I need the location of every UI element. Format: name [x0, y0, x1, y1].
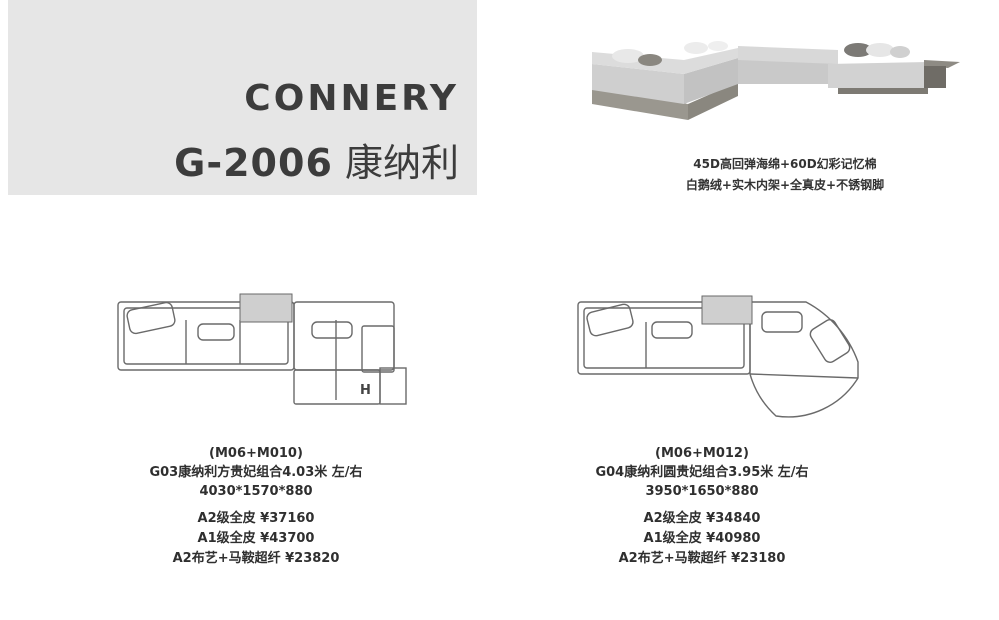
product-modules: (M06+M010) — [209, 446, 303, 461]
sofa-photo — [592, 41, 960, 120]
price-line: A1级全皮 ¥40980 — [643, 531, 761, 546]
product-spec-g04: (M06+M012) G04康纳利圆贵妃组合3.95米 左/右 3950*165… — [542, 444, 862, 569]
brand-name: CONNERY — [244, 78, 459, 119]
material-line: 白鹅绒+实木内架+全真皮+不锈钢脚 — [685, 178, 885, 192]
price-line: A2级全皮 ¥34840 — [643, 511, 761, 526]
product-spec-g03: (M06+M010) G03康纳利方贵妃组合4.03米 左/右 4030*157… — [96, 444, 416, 569]
title-panel: CONNERY G-2006 康纳利 — [8, 0, 477, 195]
model-name: 康纳利 — [344, 141, 459, 185]
product-dimensions: 4030*1570*880 — [199, 484, 313, 499]
model-title: G-2006 康纳利 — [174, 132, 459, 187]
material-description: 45D高回弹海绵+60D幻彩记忆棉 白鹅绒+实木内架+全真皮+不锈钢脚 — [640, 154, 930, 196]
product-name: G03康纳利方贵妃组合4.03米 左/右 — [149, 465, 363, 480]
product-modules: (M06+M012) — [655, 446, 749, 461]
price-line: A2级全皮 ¥37160 — [197, 511, 315, 526]
product-name: G04康纳利圆贵妃组合3.95米 左/右 — [595, 465, 809, 480]
floor-plan-round-chaise — [577, 295, 859, 418]
floor-plan-square-chaise: H — [117, 293, 407, 405]
price-line: A2布艺+马鞍超纤 ¥23180 — [618, 551, 786, 566]
plan-mark: H — [360, 383, 371, 398]
model-code: G-2006 — [174, 141, 333, 185]
price-line: A2布艺+马鞍超纤 ¥23820 — [172, 551, 340, 566]
product-dimensions: 3950*1650*880 — [645, 484, 759, 499]
material-line: 45D高回弹海绵+60D幻彩记忆棉 — [693, 157, 877, 171]
price-line: A1级全皮 ¥43700 — [197, 531, 315, 546]
